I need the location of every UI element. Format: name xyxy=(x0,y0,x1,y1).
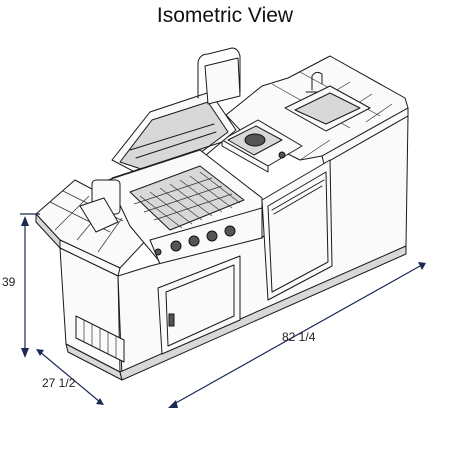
dimension-lines xyxy=(20,213,426,408)
access-door xyxy=(157,255,241,355)
vent-grille xyxy=(75,315,125,363)
side-burner xyxy=(221,119,303,173)
page-title: Isometric View xyxy=(156,4,294,27)
length-dimension-label: 82 1/4 xyxy=(282,330,316,344)
sink xyxy=(284,71,371,132)
refrigerator xyxy=(261,159,333,301)
grill-head xyxy=(79,141,263,265)
depth-dimension-label: 27 1/2 xyxy=(42,376,76,390)
island-body xyxy=(59,115,409,381)
height-dimension-label: 39 xyxy=(2,275,16,289)
